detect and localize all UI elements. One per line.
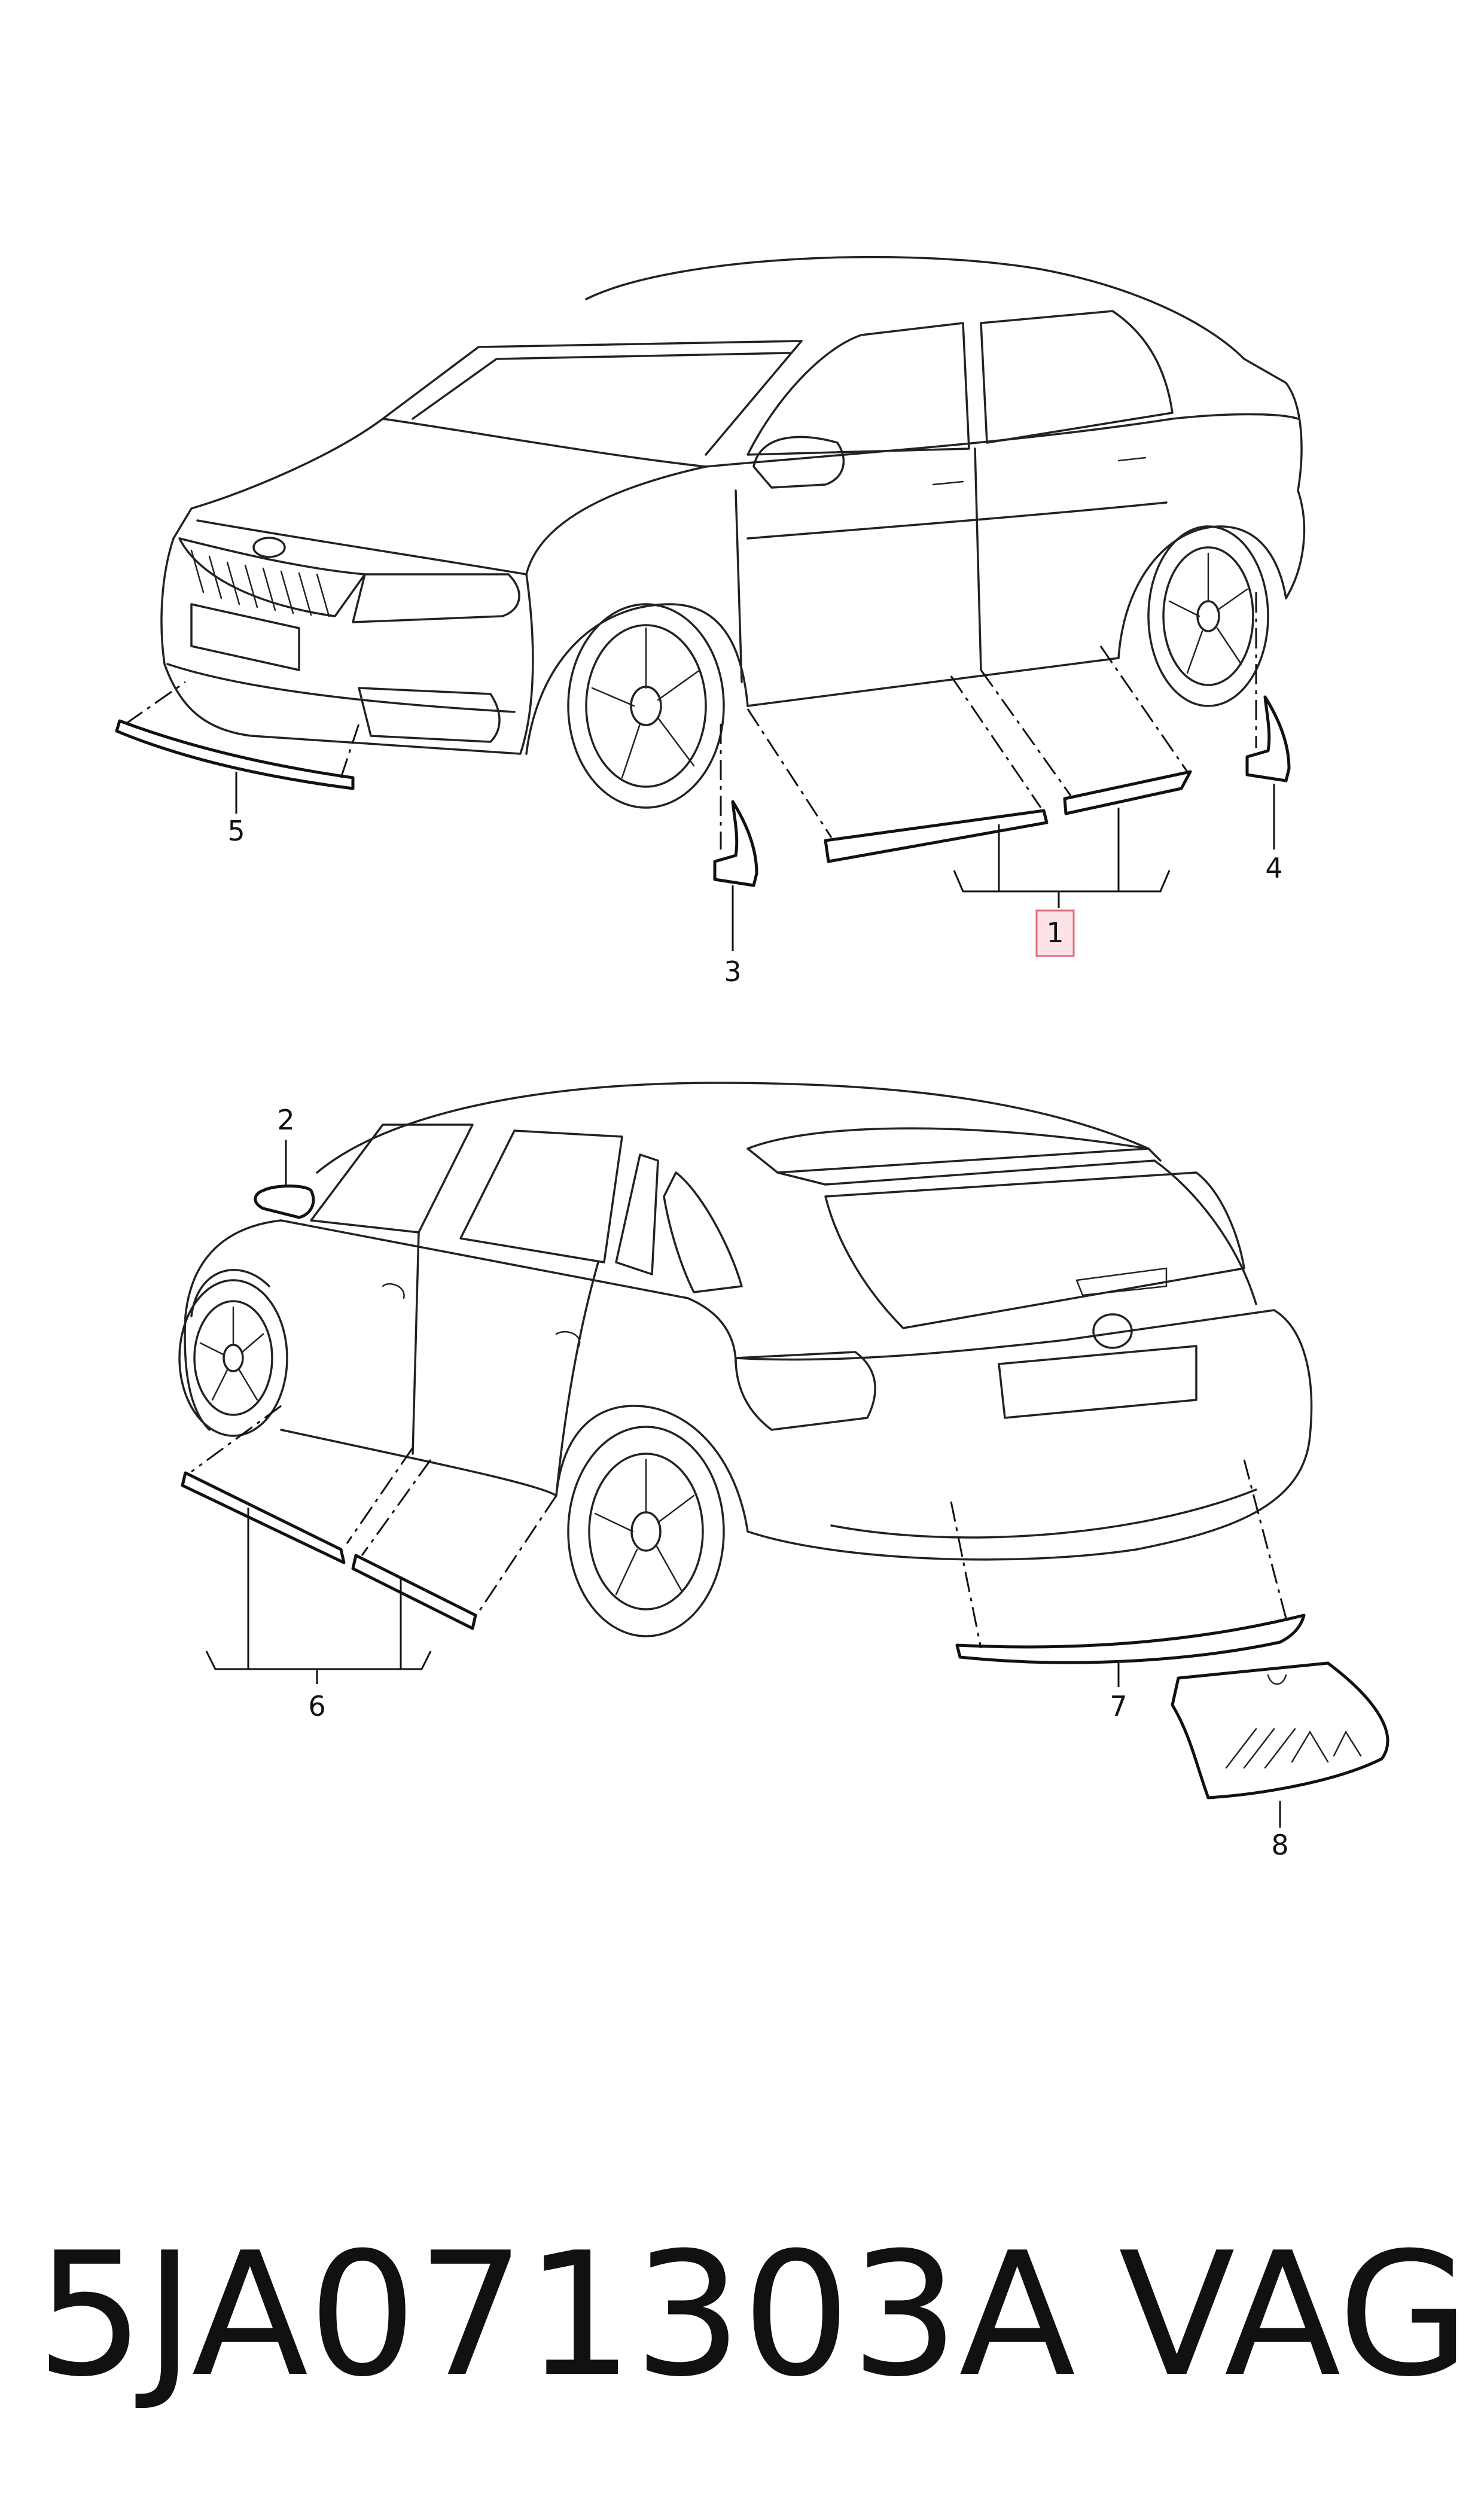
part-1-side-sill-trims bbox=[746, 646, 1192, 908]
callout-7[interactable]: 7 bbox=[1110, 1690, 1127, 1722]
callout-6[interactable]: 6 bbox=[308, 1690, 325, 1722]
callout-1-highlight-box bbox=[1035, 909, 1075, 957]
part-8-emblem-plate bbox=[1171, 1661, 1389, 1828]
callout-4[interactable]: 4 bbox=[1265, 852, 1282, 884]
part-6-rear-side-sills bbox=[181, 1405, 557, 1684]
part-3-front-mud-flap bbox=[713, 724, 758, 951]
rear-view-car bbox=[178, 1082, 1313, 1637]
callout-5[interactable]: 5 bbox=[227, 815, 245, 847]
part-5-front-spoiler-trim bbox=[115, 681, 360, 814]
front-view-car bbox=[160, 255, 1306, 809]
callout-8[interactable]: 8 bbox=[1271, 1829, 1288, 1861]
callout-1[interactable]: 1 bbox=[1046, 917, 1064, 949]
part-number-caption: 5JA071303A bbox=[36, 2216, 1076, 2415]
callout-2[interactable]: 2 bbox=[277, 1104, 294, 1136]
part-7-rear-bumper-trim bbox=[950, 1459, 1306, 1687]
part-4-rear-mud-flap bbox=[1245, 592, 1291, 850]
callout-3[interactable]: 3 bbox=[724, 955, 741, 988]
brand-caption: VAG bbox=[1119, 2216, 1470, 2415]
